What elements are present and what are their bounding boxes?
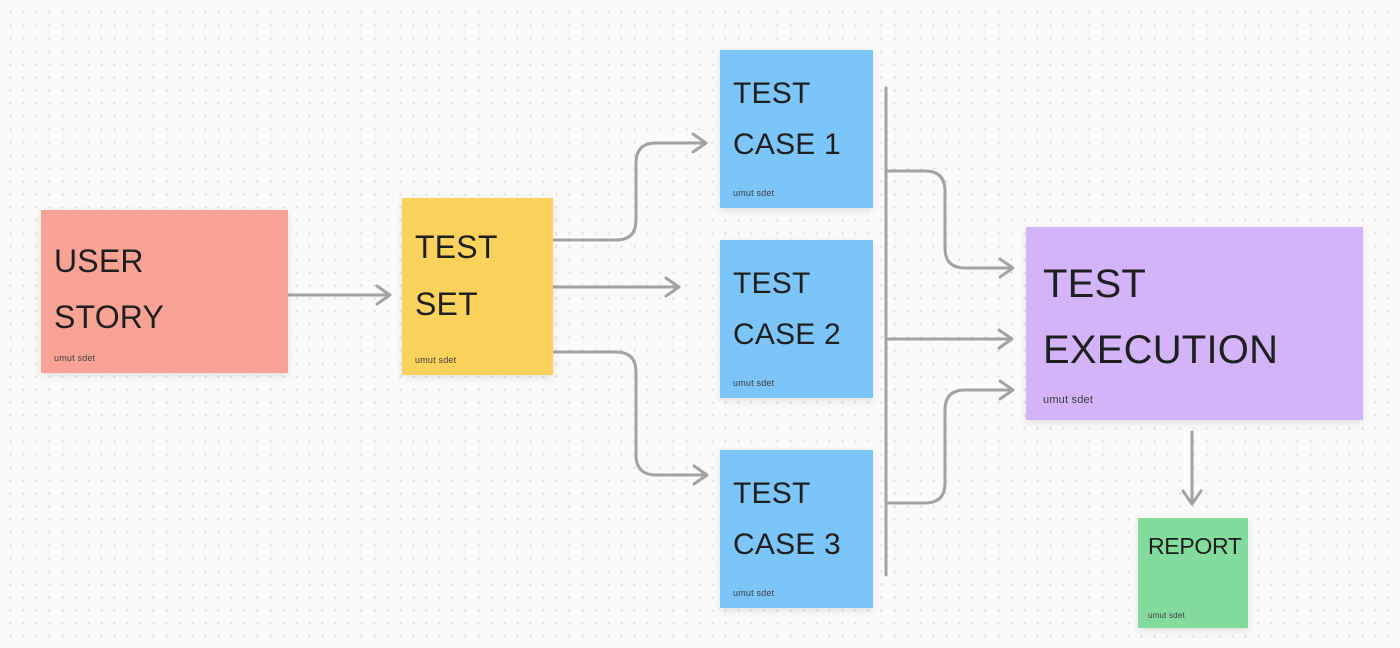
connector-test-case-3-to-test-execution[interactable] <box>884 379 1015 505</box>
node-test-set[interactable]: TEST SET umut sdet <box>402 198 553 375</box>
node-user-story[interactable]: USER STORY umut sdet <box>41 210 288 373</box>
arrowhead-right-icon <box>997 328 1014 350</box>
node-author-signature: umut sdet <box>733 588 775 598</box>
connector-test-execution-to-report[interactable] <box>1181 430 1203 506</box>
node-author-signature: umut sdet <box>733 188 775 198</box>
node-author-signature: umut sdet <box>1043 394 1094 406</box>
connector-test-case-1-to-test-execution[interactable] <box>884 169 1015 279</box>
connector-user-story-to-test-set[interactable] <box>286 284 392 306</box>
node-label: TEST EXECUTION <box>1043 262 1279 372</box>
node-test-case-2[interactable]: TEST CASE 2 umut sdet <box>720 240 873 398</box>
connector-test-case-2-to-test-execution[interactable] <box>884 328 1014 350</box>
node-author-signature: umut sdet <box>54 353 96 363</box>
node-test-execution[interactable]: TEST EXECUTION umut sdet <box>1026 227 1363 420</box>
node-label: USER STORY <box>54 243 165 335</box>
connector-test-set-to-test-case-1[interactable] <box>551 132 708 242</box>
node-label: TEST CASE 2 <box>733 267 841 351</box>
arrowhead-right-icon <box>664 276 681 298</box>
node-author-signature: umut sdet <box>1148 611 1185 620</box>
node-author-signature: umut sdet <box>733 378 775 388</box>
connector-test-set-to-test-case-2[interactable] <box>551 276 681 298</box>
arrowhead-right-icon <box>691 132 708 154</box>
connector-test-set-to-test-case-3[interactable] <box>551 350 709 486</box>
node-report[interactable]: REPORT umut sdet <box>1138 518 1248 628</box>
node-test-case-3[interactable]: TEST CASE 3 umut sdet <box>720 450 873 608</box>
arrowhead-right-icon <box>375 284 392 306</box>
arrowhead-right-icon <box>998 379 1015 401</box>
node-label: TEST SET <box>415 229 498 322</box>
node-label: TEST CASE 1 <box>733 77 841 161</box>
arrowhead-right-icon <box>692 464 709 486</box>
node-test-case-1[interactable]: TEST CASE 1 umut sdet <box>720 50 873 208</box>
node-author-signature: umut sdet <box>415 355 457 365</box>
node-label: TEST CASE 3 <box>733 477 841 561</box>
arrowhead-right-icon <box>998 257 1015 279</box>
arrowhead-down-icon <box>1181 489 1203 506</box>
node-label: REPORT <box>1148 533 1242 559</box>
